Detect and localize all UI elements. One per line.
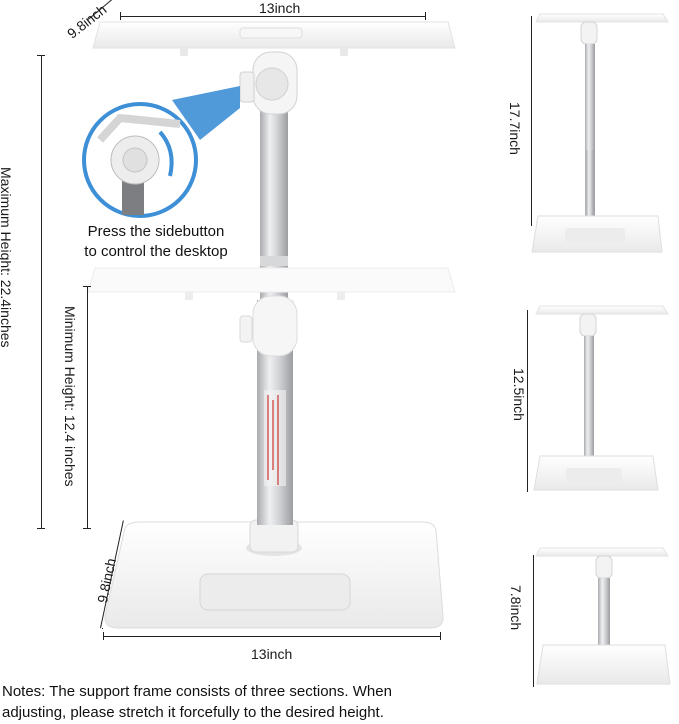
dimension-tick xyxy=(37,55,45,56)
dimension-tick xyxy=(37,528,45,529)
notes-line-2: adjusting, please stretch it forcefully … xyxy=(2,704,384,721)
base-width-label: 13inch xyxy=(251,646,293,662)
side-max-dimension xyxy=(531,16,532,226)
side-view-max xyxy=(531,13,669,253)
min-height-label: Minimum Height: 12.4 inches xyxy=(62,306,78,487)
sidebutton-callout xyxy=(82,86,240,218)
notes-line-1: Notes: The support frame consists of thr… xyxy=(2,683,392,700)
max-height-dimension xyxy=(41,55,42,529)
base-depth-dimension xyxy=(102,628,103,629)
top-width-label: 13inch xyxy=(259,0,301,16)
side-mid-dimension xyxy=(527,310,528,492)
main-stand xyxy=(87,21,456,629)
dimension-tick xyxy=(83,286,91,287)
side-mid-label: 12.5inch xyxy=(511,368,527,421)
side-max-label: 17.7inch xyxy=(507,102,523,155)
max-height-label: Maximum Height: 22.4inches xyxy=(0,167,14,348)
top-width-dimension xyxy=(120,16,426,17)
callout-line-2: to control the desktop xyxy=(84,243,228,260)
dimension-tick xyxy=(440,632,441,640)
min-height-dimension xyxy=(87,286,88,529)
base-width-dimension xyxy=(103,636,441,637)
callout-caption: Press the sidebutton to control the desk… xyxy=(66,222,246,262)
dimension-tick xyxy=(425,12,426,20)
dimension-tick xyxy=(103,632,104,640)
callout-line-1: Press the sidebutton xyxy=(87,223,225,240)
dimension-tick xyxy=(83,528,91,529)
side-min-dimension xyxy=(533,555,534,687)
notes-text: Notes: The support frame consists of thr… xyxy=(2,681,678,723)
dimension-tick xyxy=(120,12,121,20)
side-min-label: 7.8inch xyxy=(508,585,524,631)
side-view-mid xyxy=(533,305,669,491)
side-view-min xyxy=(535,547,671,685)
